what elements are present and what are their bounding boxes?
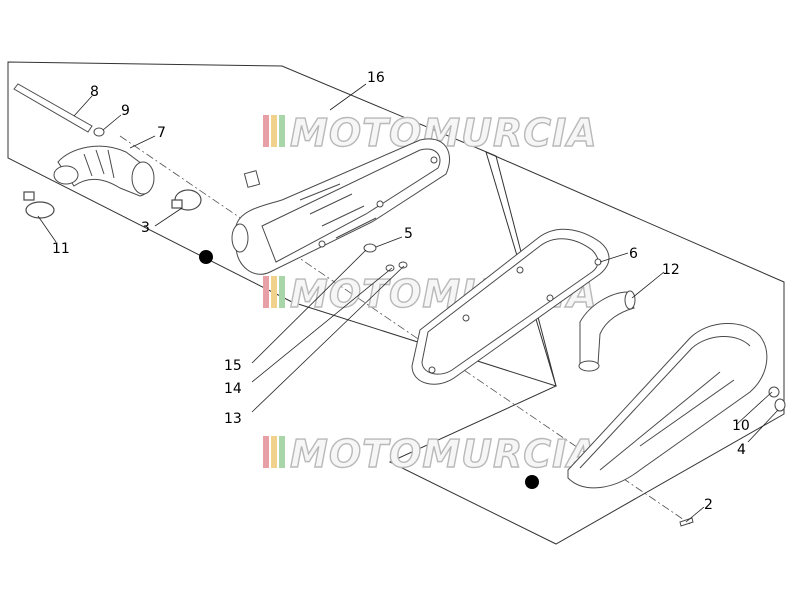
callout-6: 6 <box>629 246 638 262</box>
part-11-clamp <box>23 191 55 219</box>
part-9-small-clamp <box>93 127 105 137</box>
part-5-hardware <box>363 243 408 272</box>
part-3-hose-clamp <box>171 189 202 211</box>
callout-11: 11 <box>52 241 70 257</box>
callout-10: 10 <box>732 418 750 434</box>
group-outlines <box>7 61 785 545</box>
callout-15: 15 <box>224 358 242 374</box>
callout-labels: 16 8 9 7 3 11 5 6 12 15 14 13 10 4 2 <box>52 70 750 513</box>
watermark-text: MOTOMURCIA <box>290 432 598 476</box>
part-16-filter-housing <box>231 138 451 275</box>
leader-lines <box>37 83 779 523</box>
right-group-outline <box>388 151 785 545</box>
part-6-gasket <box>411 228 610 385</box>
callout-8: 8 <box>90 84 99 100</box>
part-12-elbow-duct <box>578 290 636 372</box>
part-cover <box>567 323 786 489</box>
callout-14: 14 <box>224 381 242 397</box>
reference-dot-left <box>199 250 213 264</box>
callout-9: 9 <box>121 103 130 119</box>
callout-7: 7 <box>157 125 166 141</box>
callout-5: 5 <box>404 226 413 242</box>
callout-16: 16 <box>367 70 385 86</box>
callout-4: 4 <box>737 442 746 458</box>
assembly-axis <box>119 135 691 525</box>
callout-12: 12 <box>662 262 680 278</box>
callout-2: 2 <box>704 497 713 513</box>
part-7-intake-sleeve <box>53 145 155 197</box>
callout-3: 3 <box>141 220 150 236</box>
watermark-bottom: MOTOMURCIA <box>263 431 598 477</box>
part-8-breather-tube <box>13 83 93 133</box>
reference-dot-right <box>525 475 539 489</box>
callout-13: 13 <box>224 411 242 427</box>
